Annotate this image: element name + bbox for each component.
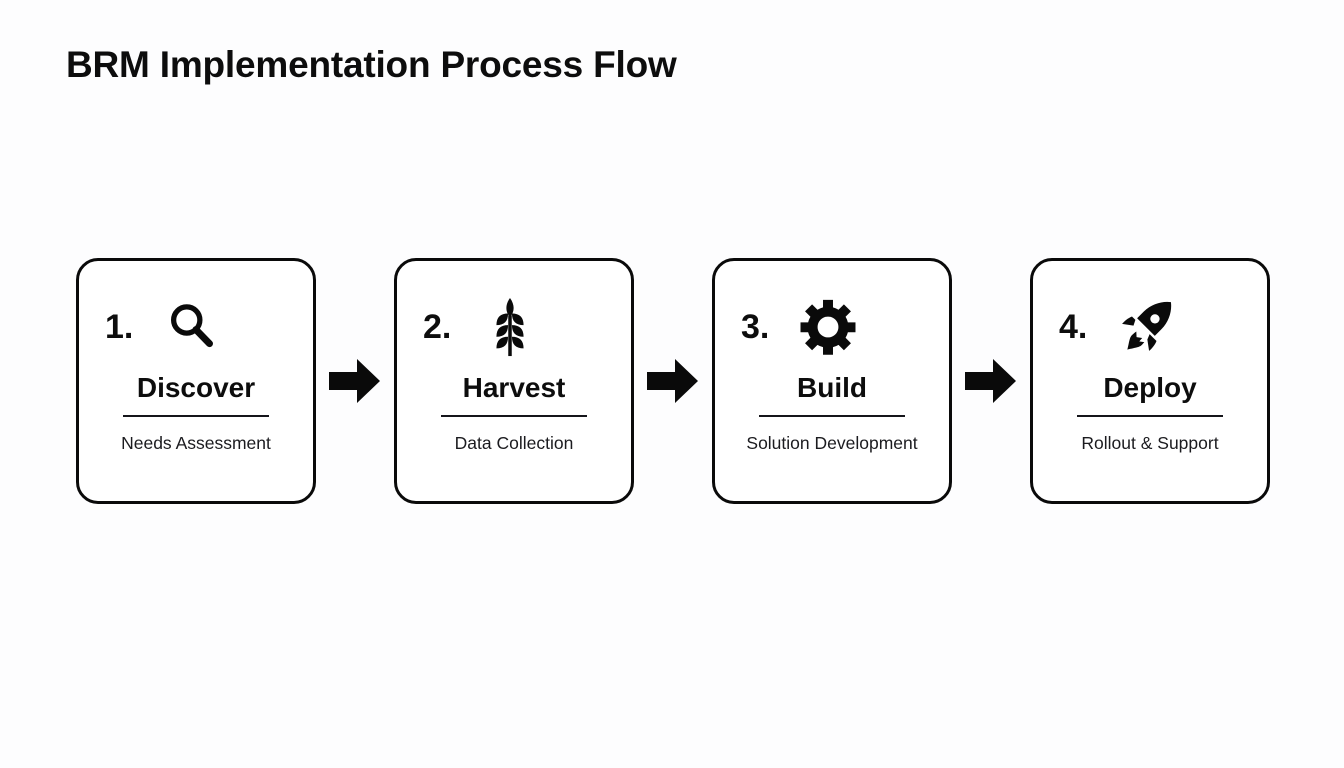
step-card-body: Build Solution Development xyxy=(715,372,949,456)
step-title: Build xyxy=(797,372,867,403)
step-card-header: 3. xyxy=(715,289,949,365)
step-card-body: Discover Needs Assessment xyxy=(79,372,313,456)
step-title: Harvest xyxy=(462,372,566,403)
step-card-harvest[interactable]: 2. Harvest Da xyxy=(394,258,634,504)
step-divider xyxy=(123,414,269,417)
step-number: 4. xyxy=(1059,308,1088,346)
gear-icon xyxy=(795,294,861,360)
arrow-right-icon xyxy=(962,353,1020,409)
step-card-deploy[interactable]: 4. Deploy Rollout & Support xyxy=(1030,258,1270,504)
step-subtitle: Data Collection xyxy=(454,432,574,453)
step-number: 2. xyxy=(423,308,452,346)
wheat-icon xyxy=(477,294,543,360)
step-card-body: Harvest Data Collection xyxy=(397,372,631,456)
step-card-header: 4. xyxy=(1033,289,1267,365)
arrow-right-icon xyxy=(326,353,384,409)
step-card-build[interactable]: 3. Build Solution Development xyxy=(712,258,952,504)
step-card-discover[interactable]: 1. Discover Needs Assessment xyxy=(76,258,316,504)
step-divider xyxy=(1077,414,1223,417)
step-number: 3. xyxy=(741,308,770,346)
step-card-header: 1. xyxy=(79,289,313,365)
page-title: BRM Implementation Process Flow xyxy=(66,44,677,85)
step-subtitle: Needs Assessment xyxy=(121,432,271,453)
step-card-body: Deploy Rollout & Support xyxy=(1033,372,1267,456)
step-title: Discover xyxy=(136,372,256,403)
arrow-right-icon xyxy=(644,353,702,409)
step-card-header: 2. xyxy=(397,289,631,365)
step-divider xyxy=(759,414,905,417)
step-title: Deploy xyxy=(1103,372,1197,403)
step-subtitle: Rollout & Support xyxy=(1081,432,1219,453)
step-divider xyxy=(441,414,587,417)
step-subtitle: Solution Development xyxy=(746,432,918,453)
rocket-icon xyxy=(1113,294,1179,360)
step-number: 1. xyxy=(105,308,134,346)
process-flow-row: 1. Discover Needs Assessment 2. xyxy=(76,258,1270,504)
magnifier-icon xyxy=(159,294,225,360)
